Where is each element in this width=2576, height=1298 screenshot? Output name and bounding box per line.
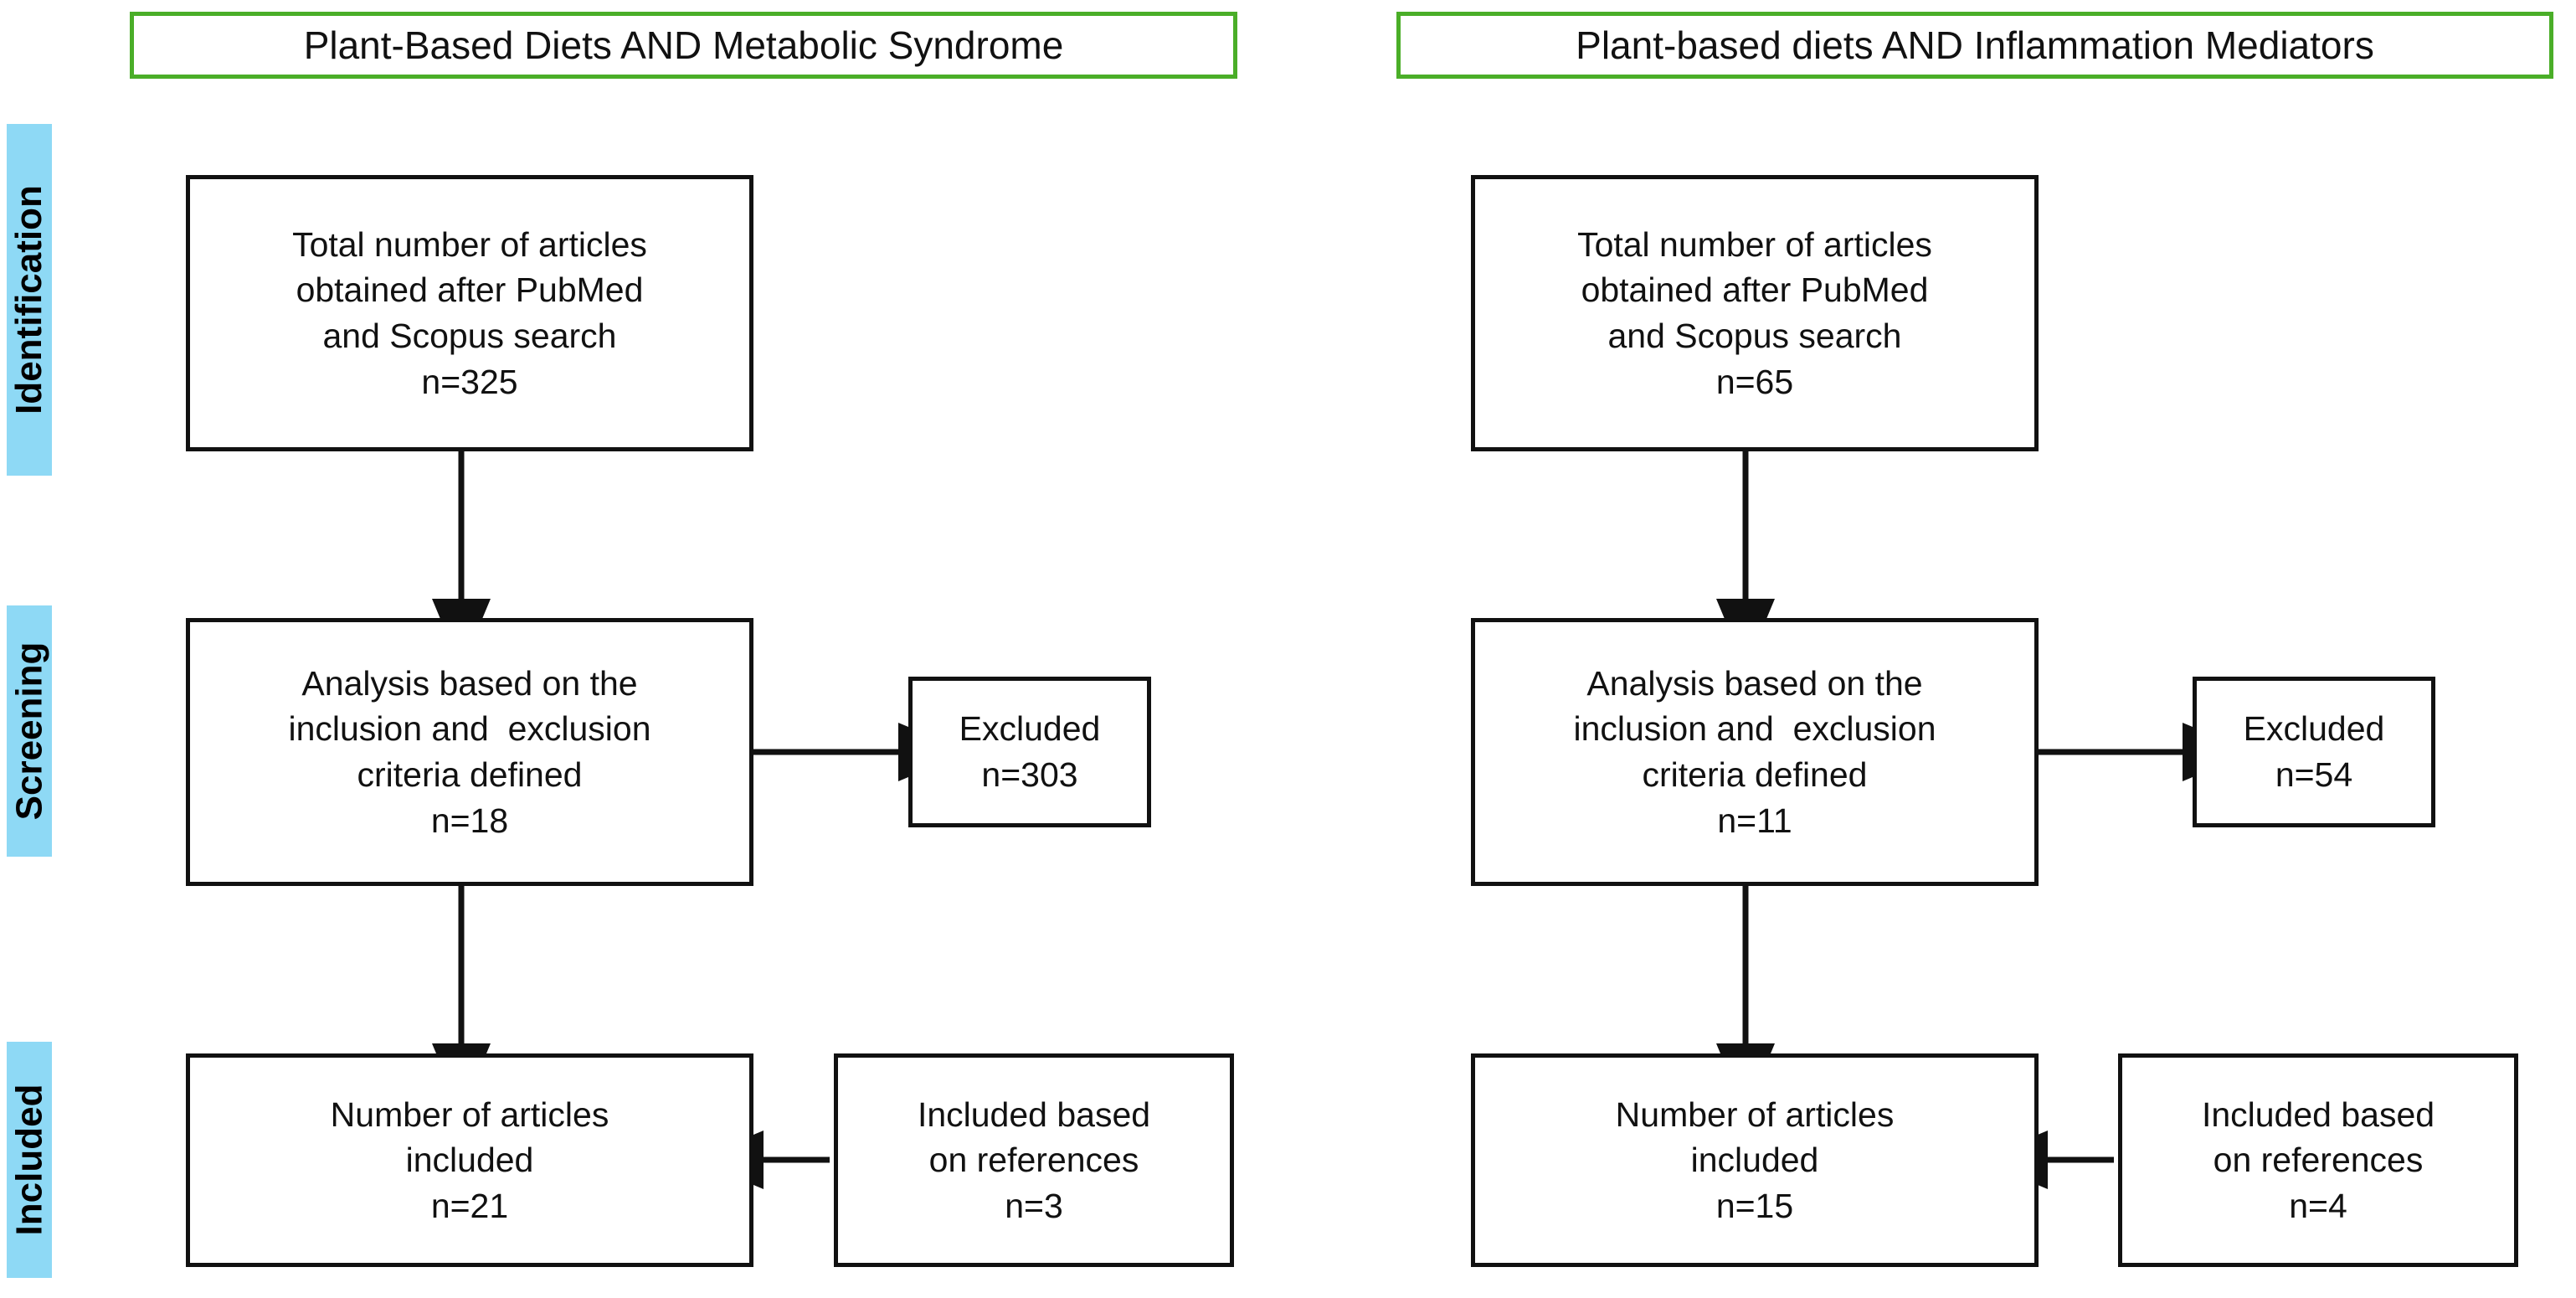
- left-identification-count: n=325: [421, 362, 518, 401]
- column-title-left: Plant-Based Diets AND Metabolic Syndrome: [130, 12, 1237, 79]
- left-references-line-2: on references: [928, 1141, 1139, 1180]
- left-references-count: n=3: [1005, 1186, 1063, 1225]
- stage-label-included: Included: [7, 1042, 52, 1278]
- stage-label-identification-text: Identification: [8, 185, 49, 415]
- right-excluded-box: Excluded n=54: [2193, 677, 2435, 827]
- left-screening-count: n=18: [430, 801, 509, 840]
- right-excluded-label: Excluded: [2243, 709, 2385, 749]
- right-included-line-1: Number of articles: [1615, 1095, 1895, 1134]
- column-title-left-text: Plant-Based Diets AND Metabolic Syndrome: [303, 23, 1064, 67]
- left-included-count: n=21: [430, 1186, 509, 1225]
- right-identification-line-1: Total number of articles: [1577, 224, 1932, 264]
- left-included-line-1: Number of articles: [330, 1095, 609, 1134]
- right-identification-line-2: obtained after PubMed: [1581, 270, 1929, 310]
- left-identification-line-1: Total number of articles: [292, 224, 647, 264]
- column-title-right: Plant-based diets AND Inflammation Media…: [1396, 12, 2553, 79]
- right-included-count: n=15: [1715, 1186, 1794, 1225]
- right-included-line-2: included: [1690, 1141, 1819, 1180]
- right-screening-line-3: criteria defined: [1642, 755, 1868, 794]
- right-references-count: n=4: [2289, 1186, 2347, 1225]
- right-identification-box: Total number of articles obtained after …: [1471, 175, 2039, 451]
- left-screening-line-1: Analysis based on the: [301, 663, 638, 703]
- left-included-box: Number of articles included n=21: [186, 1053, 753, 1267]
- stage-label-included-text: Included: [8, 1084, 49, 1236]
- left-identification-line-3: and Scopus search: [322, 317, 617, 355]
- left-identification-box: Total number of articles obtained after …: [186, 175, 753, 451]
- left-references-box: Included based on references n=3: [834, 1053, 1234, 1267]
- left-identification-line-2: obtained after PubMed: [296, 270, 644, 310]
- stage-label-identification: Identification: [7, 124, 52, 476]
- left-screening-line-3: criteria defined: [357, 755, 583, 794]
- left-references-line-1: Included based: [917, 1095, 1151, 1134]
- right-references-line-1: Included based: [2201, 1095, 2435, 1134]
- right-references-box: Included based on references n=4: [2118, 1053, 2518, 1267]
- column-title-right-text: Plant-based diets AND Inflammation Media…: [1576, 23, 2374, 67]
- stage-label-screening-text: Screening: [8, 641, 49, 821]
- stage-label-screening: Screening: [7, 605, 52, 857]
- right-screening-line-1: Analysis based on the: [1586, 663, 1923, 703]
- left-screening-box: Analysis based on the inclusion and excl…: [186, 618, 753, 886]
- left-excluded-count: n=303: [981, 755, 1078, 794]
- right-screening-count: n=11: [1717, 801, 1792, 840]
- right-included-box: Number of articles included n=15: [1471, 1053, 2039, 1267]
- right-excluded-count: n=54: [2275, 755, 2353, 794]
- right-identification-count: n=65: [1715, 362, 1794, 401]
- right-references-line-2: on references: [2213, 1141, 2424, 1180]
- right-screening-box: Analysis based on the inclusion and excl…: [1471, 618, 2039, 886]
- left-excluded-box: Excluded n=303: [908, 677, 1151, 827]
- left-excluded-label: Excluded: [959, 709, 1101, 749]
- left-screening-line-2: inclusion and exclusion: [288, 709, 651, 749]
- left-included-line-2: included: [405, 1141, 534, 1180]
- right-identification-line-3: and Scopus search: [1607, 317, 1902, 355]
- right-screening-line-2: inclusion and exclusion: [1573, 709, 1936, 749]
